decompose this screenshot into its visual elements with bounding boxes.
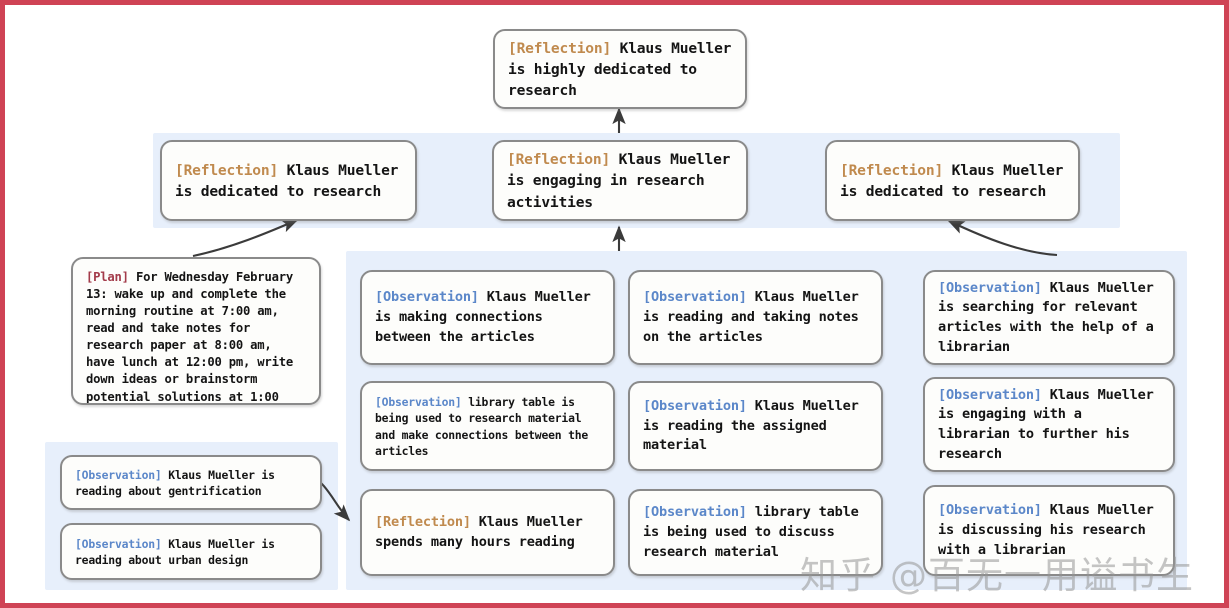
tag-reflection: [Reflection]	[375, 514, 471, 531]
node-obs-far-left-2-text: [Observation] Klaus Mueller is reading a…	[75, 536, 307, 568]
node-obs-col2-3-body: library table is being used to discuss r…	[643, 504, 859, 560]
node-obs-col3-1[interactable]: [Observation] Klaus Mueller is searching…	[923, 270, 1175, 365]
tag-reflection: [Reflection]	[175, 161, 279, 179]
node-obs-col1-1-text: [Observation] Klaus Mueller is making co…	[375, 288, 600, 347]
node-obs-col2-3[interactable]: [Observation] library table is being use…	[628, 489, 883, 576]
node-refl-col1-3-text: [Reflection] Klaus Mueller spends many h…	[375, 513, 600, 552]
node-obs-col1-2-body: library table is being used to research …	[375, 395, 589, 458]
tag-reflection: [Reflection]	[840, 161, 944, 179]
node-obs-col3-2[interactable]: [Observation] Klaus Mueller is engaging …	[923, 377, 1175, 472]
node-reflection-mid[interactable]: [Reflection] Klaus Mueller is engaging i…	[492, 140, 748, 221]
node-obs-far-left-2[interactable]: [Observation] Klaus Mueller is reading a…	[60, 523, 322, 580]
tag-observation: [Observation]	[938, 279, 1042, 296]
tag-observation: [Observation]	[643, 397, 747, 414]
node-obs-col3-3-body: Klaus Mueller is discussing his research…	[938, 502, 1154, 558]
node-obs-col3-3-text: [Observation] Klaus Mueller is discussin…	[938, 501, 1160, 560]
node-obs-col2-1-text: [Observation] Klaus Mueller is reading a…	[643, 288, 868, 347]
node-obs-col1-1-body: Klaus Mueller is making connections betw…	[375, 289, 591, 345]
node-obs-far-left-2-body: Klaus Mueller is reading about urban des…	[75, 536, 275, 567]
node-obs-col3-1-text: [Observation] Klaus Mueller is searching…	[938, 279, 1160, 358]
node-reflection-mid-text: [Reflection] Klaus Mueller is engaging i…	[507, 149, 733, 213]
tag-observation: [Observation]	[643, 504, 747, 521]
tag-observation: [Observation]	[75, 536, 162, 551]
node-obs-col1-1[interactable]: [Observation] Klaus Mueller is making co…	[360, 270, 615, 365]
node-reflection-mid-body: Klaus Mueller is engaging in research ac…	[507, 151, 731, 211]
node-reflection-right-body: Klaus Mueller is dedicated to research	[840, 161, 1064, 200]
node-plan[interactable]: [Plan] For Wednesday February 13: wake u…	[71, 257, 321, 405]
node-obs-far-left-1[interactable]: [Observation] Klaus Mueller is reading a…	[60, 455, 322, 510]
node-obs-far-left-1-body: Klaus Mueller is reading about gentrific…	[75, 467, 275, 498]
node-reflection-left-text: [Reflection] Klaus Mueller is dedicated …	[175, 160, 402, 203]
node-obs-far-left-1-text: [Observation] Klaus Mueller is reading a…	[75, 467, 307, 499]
node-obs-col1-2-text: [Observation] library table is being use…	[375, 394, 600, 459]
node-obs-col3-2-body: Klaus Mueller is engaging with a librari…	[938, 386, 1154, 462]
node-root-reflection-text: [Reflection] Klaus Mueller is highly ded…	[508, 38, 732, 102]
node-obs-col3-2-text: [Observation] Klaus Mueller is engaging …	[938, 386, 1160, 465]
tag-observation: [Observation]	[75, 467, 162, 482]
tag-observation: [Observation]	[938, 502, 1042, 519]
node-reflection-left-body: Klaus Mueller is dedicated to research	[175, 161, 399, 200]
node-refl-col1-3-body: Klaus Mueller spends many hours reading	[375, 514, 583, 550]
node-root-reflection-body: Klaus Mueller is highly dedicated to res…	[508, 39, 732, 100]
tag-observation: [Observation]	[375, 289, 479, 306]
tag-observation: [Observation]	[938, 386, 1042, 403]
tag-reflection: [Reflection]	[508, 39, 612, 57]
node-obs-col2-3-text: [Observation] library table is being use…	[643, 503, 868, 562]
tag-reflection: [Reflection]	[507, 151, 611, 169]
node-plan-text: [Plan] For Wednesday February 13: wake u…	[86, 269, 306, 404]
node-obs-col2-1[interactable]: [Observation] Klaus Mueller is reading a…	[628, 270, 883, 365]
node-refl-col1-3[interactable]: [Reflection] Klaus Mueller spends many h…	[360, 489, 615, 576]
node-obs-col2-2-body: Klaus Mueller is reading the assigned ma…	[643, 397, 859, 454]
node-obs-col3-1-body: Klaus Mueller is searching for relevant …	[938, 279, 1154, 355]
node-obs-col2-1-body: Klaus Mueller is reading and taking note…	[643, 289, 859, 345]
tag-observation: [Observation]	[643, 289, 747, 306]
node-reflection-right-text: [Reflection] Klaus Mueller is dedicated …	[840, 160, 1065, 203]
node-obs-col3-3[interactable]: [Observation] Klaus Mueller is discussin…	[923, 485, 1175, 576]
node-root-reflection[interactable]: [Reflection] Klaus Mueller is highly ded…	[493, 29, 747, 109]
node-obs-col2-2-text: [Observation] Klaus Mueller is reading t…	[643, 397, 868, 456]
node-obs-col2-2[interactable]: [Observation] Klaus Mueller is reading t…	[628, 381, 883, 471]
node-plan-body: For Wednesday February 13: wake up and c…	[86, 270, 293, 404]
node-obs-col1-2[interactable]: [Observation] library table is being use…	[360, 381, 615, 471]
diagram-canvas: [Reflection] Klaus Mueller is highly ded…	[5, 5, 1224, 603]
tag-observation: [Observation]	[375, 395, 462, 410]
node-reflection-left[interactable]: [Reflection] Klaus Mueller is dedicated …	[160, 140, 417, 221]
tag-plan: [Plan]	[86, 270, 129, 284]
node-reflection-right[interactable]: [Reflection] Klaus Mueller is dedicated …	[825, 140, 1080, 221]
